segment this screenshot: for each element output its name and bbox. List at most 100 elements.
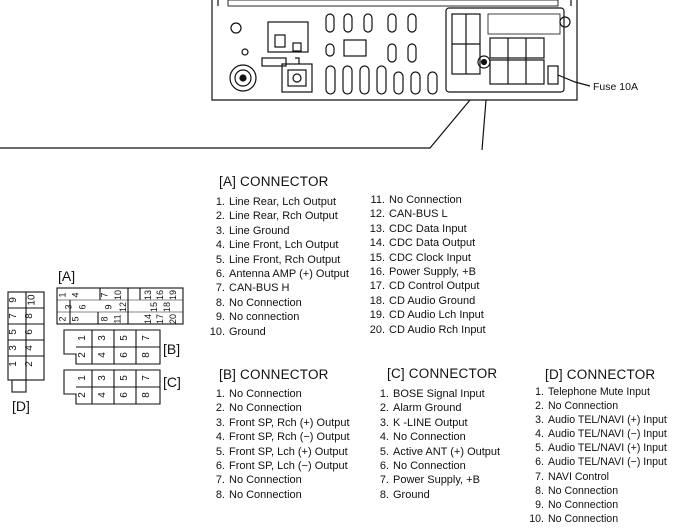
pin-label: Line Ground	[229, 224, 290, 237]
pin-label: Audio TEL/NAVI (+) Input	[548, 442, 667, 455]
pin-item: 6. Front SP, Lch (−) Output	[208, 459, 350, 473]
pin-number: 4.	[215, 239, 225, 252]
face-pin-number: 7	[140, 375, 152, 381]
pin-item: 8.Ground	[372, 488, 500, 502]
pin-label: Front SP, Rch (−) Output	[229, 431, 350, 444]
pin-item: 4. No Connection	[372, 430, 500, 444]
face-pin-number: 7	[140, 335, 152, 341]
pin-number: 7.	[379, 474, 389, 487]
pin-item: 8.No Connection	[208, 296, 349, 310]
connector-c-label: [C]	[163, 374, 181, 390]
pin-item: 7.Power Supply, +B	[372, 473, 500, 487]
pin-number: 1.	[535, 386, 544, 398]
pin-item: 3.Audio TEL/NAVI (+) Input	[522, 413, 667, 427]
pin-number: 2.	[379, 402, 389, 415]
pin-item: 1.Line Rear, Lch Output	[208, 195, 349, 209]
connector-faces	[7, 287, 184, 405]
pin-number: 2.	[215, 402, 225, 415]
fuse-label: Fuse 10A	[593, 81, 638, 93]
pin-number: 8.	[535, 484, 544, 497]
pin-number: 1.	[215, 388, 225, 400]
pin-number: 9.	[535, 498, 544, 511]
pin-number: 3.	[215, 416, 225, 429]
pin-label: Line Front, Lch Output	[229, 239, 339, 252]
pin-number: 16.	[369, 266, 385, 279]
pin-item: 5.Line Front, Rch Output	[208, 253, 349, 267]
pin-label: No Connection	[548, 400, 619, 413]
face-pin-number: 11	[112, 314, 123, 324]
pin-item: 7.CAN-BUS H	[208, 281, 349, 295]
pin-label: Active ANT (+) Output	[393, 445, 501, 458]
pin-label: CDC Data Input	[389, 222, 467, 235]
face-pin-number: 8	[23, 313, 35, 319]
pin-number: 13.	[369, 222, 385, 235]
pin-number: 6.	[215, 460, 225, 473]
pin-label: Audio TEL/NAVI (−) Input	[548, 456, 667, 469]
pin-number: 5.	[379, 445, 389, 458]
pin-item: 18. CD Audio Ground	[363, 294, 486, 308]
face-pin-number: 2	[23, 361, 35, 367]
connector-b-title: [B] CONNECTOR	[219, 367, 329, 382]
pin-number: 8.	[215, 488, 225, 501]
face-pin-number: 17	[155, 313, 166, 325]
pin-item: 1.BOSE Signal Input	[372, 387, 500, 401]
pin-item: 8.No Connection	[522, 484, 667, 498]
face-pin-number: 6	[118, 352, 130, 358]
pin-label: CD Audio Ground	[389, 294, 476, 307]
connector-d-title: [D] CONNECTOR	[545, 367, 656, 382]
face-pin-number: 8	[140, 352, 152, 358]
pin-label: K -LINE Output	[393, 416, 468, 429]
face-pin-number: 5	[118, 375, 130, 381]
pin-item: 15.CDC Clock Input	[363, 251, 486, 265]
pin-number: 4.	[215, 431, 225, 444]
connector-b-face	[63, 329, 161, 365]
pin-number: 8.	[215, 296, 225, 309]
pin-item: 1. No Connection	[208, 387, 350, 401]
pin-label: CD Audio Lch Input	[389, 309, 484, 322]
pin-label: No Connection	[393, 431, 466, 444]
pin-label: CAN-BUS H	[229, 282, 290, 295]
pin-number: 4.	[379, 431, 389, 444]
pin-number: 15.	[369, 251, 385, 264]
pin-label: Line Rear, Rch Output	[229, 210, 338, 223]
pin-item: 9.No connection	[208, 310, 349, 324]
connector-d-label: [D]	[12, 398, 30, 414]
pin-number: 20.	[369, 323, 385, 336]
connector-a-label: [A]	[58, 268, 76, 284]
face-pin-number: 10	[113, 289, 124, 301]
pin-item: 6.Antenna AMP (+) Output	[208, 267, 349, 281]
pin-number: 9.	[215, 311, 225, 324]
pin-item: 7.NAVI Control	[522, 470, 667, 484]
pin-number: 1.	[379, 388, 389, 400]
pin-label: Line Front, Rch Output	[229, 253, 341, 266]
pin-number: 4.	[535, 428, 544, 441]
pin-number: 6.	[535, 456, 544, 469]
pin-number: 10.	[529, 512, 544, 525]
pin-item: 12.CAN-BUS L	[363, 207, 486, 221]
pin-label: CDC Data Output	[389, 237, 476, 250]
pin-number: 6.	[215, 268, 225, 281]
pin-label: CD Audio Rch Input	[389, 323, 486, 336]
pin-item: 13. CDC Data Input	[363, 222, 486, 236]
pin-label: No Connection	[229, 388, 302, 400]
pin-item: 6. Audio TEL/NAVI (−) Input	[522, 455, 667, 469]
pin-item: 11.No Connection	[363, 193, 486, 207]
face-pin-number: 8	[140, 392, 152, 398]
pin-item: 17.CD Control Output	[363, 279, 486, 293]
face-pin-number: 7	[7, 313, 19, 319]
pin-number: 18.	[369, 294, 385, 307]
pin-number: 10.	[209, 325, 225, 338]
pin-item: 9.No Connection	[522, 498, 667, 512]
pin-item: 5. Active ANT (+) Output	[372, 445, 500, 459]
pin-label: Front SP, Lch (−) Output	[229, 460, 348, 473]
pin-label: No Connection	[229, 474, 302, 487]
pin-item: 4.Audio TEL/NAVI (−) Input	[522, 427, 667, 441]
face-pin-number: 1	[7, 361, 19, 367]
face-pin-number: 2	[76, 352, 88, 358]
face-pin-number: 6	[23, 329, 35, 335]
pin-label: No Connection	[229, 488, 302, 501]
face-pin-number: 1	[76, 335, 88, 341]
face-pin-number: 18	[162, 301, 173, 313]
